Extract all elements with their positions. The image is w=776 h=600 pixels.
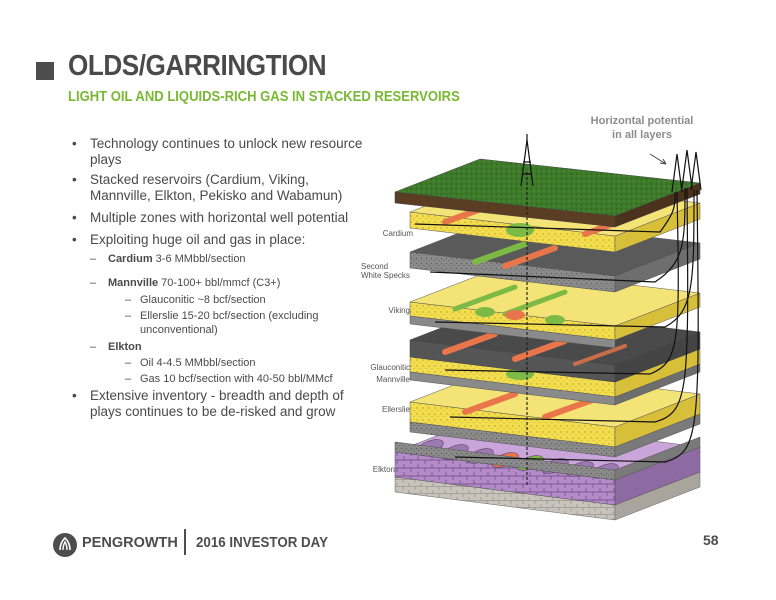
title-marker [36, 62, 54, 80]
label-viking: Viking [388, 306, 410, 315]
sub-bullet-mannville: Mannville 70-100+ bbl/mmcf (C3+) [70, 276, 370, 290]
footer-event: 2016 INVESTOR DAY [196, 535, 328, 551]
layer-glauconitic [409, 348, 701, 406]
sub-bullet-elkton: Elkton [70, 340, 370, 354]
label-glauconitic: Glauconitic [370, 363, 410, 372]
label-mannville: Mannville [376, 375, 410, 384]
layer-shale-lower [394, 436, 701, 481]
layer-surface [394, 158, 701, 228]
horizontal-derricks-icon [671, 149, 702, 193]
footer-separator [184, 529, 186, 555]
page-subtitle: LIGHT OIL AND LIQUIDS-RICH GAS IN STACKE… [68, 89, 460, 105]
sub-bullet-cardium: Cardium 3-6 MMbbl/section [70, 252, 370, 266]
page-number: 58 [703, 532, 719, 548]
bullet-exploiting: Exploiting huge oil and gas in place: [70, 232, 370, 248]
bullet-list: Technology continues to unlock new resou… [70, 136, 370, 424]
label-ellerslie: Ellerslie [382, 405, 411, 414]
label-elkton: Elkton [373, 465, 395, 474]
horizontal-potential-label-2: in all layers [612, 129, 672, 141]
elkton-label: Elkton [108, 341, 142, 353]
mannville-text: 70-100+ bbl/mmcf (C3+) [158, 277, 281, 289]
label-white-specks: White Specks [361, 271, 410, 280]
pointer-arrow [649, 153, 667, 165]
bullet-extensive-inventory: Extensive inventory - breadth and depth … [70, 388, 370, 420]
cardium-text: 3-6 MMbbl/section [152, 253, 246, 265]
page-title: OLDS/GARRINGTION [68, 50, 327, 82]
sub-bullet-elkton-oil: Oil 4-4.5 MMbbl/section [70, 356, 370, 370]
label-second: Second [361, 262, 388, 271]
footer-brand: PENGROWTH [82, 535, 178, 551]
mannville-label: Mannville [108, 277, 159, 289]
label-cardium: Cardium [383, 229, 414, 238]
derrick-icon [520, 134, 534, 187]
horizontal-potential-label-1: Horizontal potential [591, 115, 694, 127]
bullet-multiple-zones: Multiple zones with horizontal well pote… [70, 210, 370, 226]
sub-bullet-elkton-gas: Gas 10 bcf/section with 40-50 bbl/MMcf [70, 372, 370, 386]
sub-bullet-glauconitic: Glauconitic ~8 bcf/section [70, 293, 370, 307]
bullet-technology: Technology continues to unlock new resou… [70, 136, 370, 168]
cardium-label: Cardium [108, 253, 153, 265]
stacked-reservoir-diagram: Horizontal potential in all layers [361, 115, 702, 521]
bullet-stacked-reservoirs: Stacked reservoirs (Cardium, Viking, Man… [70, 172, 370, 204]
horizontal-well-paths [414, 187, 699, 463]
layer-viking [409, 268, 701, 341]
sub-bullet-ellerslie: Ellerslie 15-20 bcf/section (excluding u… [70, 309, 370, 337]
pengrowth-logo-icon [53, 533, 77, 557]
